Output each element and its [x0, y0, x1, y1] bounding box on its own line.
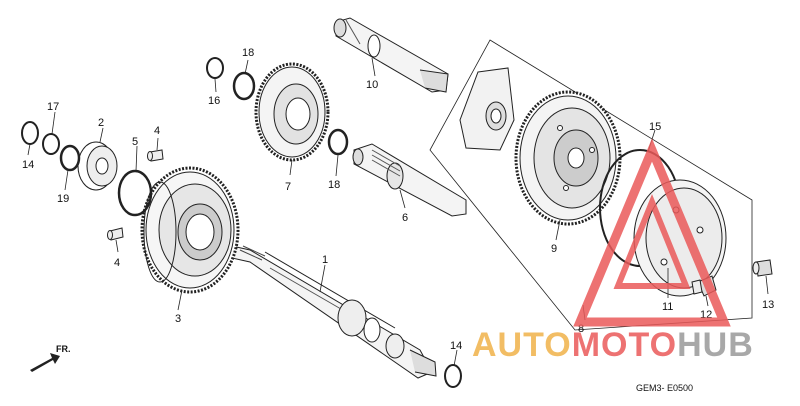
circlip-16: [206, 57, 224, 79]
part-label-4-upper: 4: [154, 125, 160, 137]
circlip-18-lower: [327, 128, 349, 156]
bolt-13: [752, 259, 773, 277]
gear-7: [254, 62, 330, 162]
washer-14-lower: [444, 364, 462, 388]
part-label-13: 13: [762, 299, 774, 311]
watermark-triangle-logo: [573, 138, 731, 327]
part-label-8: 8: [578, 323, 584, 335]
diagram-code: GEM3- E0500: [636, 383, 693, 393]
part-label-19: 19: [57, 193, 69, 205]
part-label-14-left: 14: [22, 159, 34, 171]
washer-14-left: [21, 121, 39, 145]
part-label-18-lower: 18: [328, 179, 340, 191]
part-label-14-lower: 14: [450, 340, 462, 352]
part-label-6: 6: [402, 212, 408, 224]
washer-17: [42, 133, 60, 155]
watermark-hub: HUB: [677, 326, 754, 364]
dowel-pin-upper: [147, 149, 164, 162]
watermark-auto: AUTO: [472, 326, 572, 364]
part-label-1: 1: [322, 254, 328, 266]
shaft-6: [352, 143, 467, 217]
part-label-16: 16: [208, 95, 220, 107]
o-ring-5: [117, 169, 153, 217]
circlip-18-upper: [232, 71, 256, 101]
automotohub-watermark: AUTOMOTOHUB: [472, 138, 754, 364]
large-gear-left: [140, 166, 240, 294]
part-label-9: 9: [551, 243, 557, 255]
washer-19: [59, 144, 81, 172]
main-shaft: [227, 245, 437, 379]
part-label-4-lower: 4: [114, 257, 120, 269]
shaft-10: [333, 17, 449, 93]
svg-text:AUTOMOTOHUB: AUTOMOTOHUB: [472, 326, 754, 364]
part-label-15: 15: [649, 121, 661, 133]
part-label-2: 2: [98, 117, 104, 129]
part-label-5: 5: [132, 136, 138, 148]
collar: [77, 141, 118, 191]
part-label-7: 7: [285, 181, 291, 193]
bearing-holder: [459, 67, 515, 151]
part-label-17: 17: [47, 101, 59, 113]
part-label-3: 3: [175, 313, 181, 325]
front-direction-label: FR.: [56, 344, 71, 354]
dowel-pin-lower: [107, 227, 124, 241]
part-labels: 14 17 19 2 5 4 4 3 1 7 18 6 10 16 18 9 1…: [22, 47, 774, 352]
part-label-11: 11: [662, 301, 673, 313]
gear-9: [514, 90, 622, 226]
part-label-18-upper: 18: [242, 47, 254, 59]
part-label-10: 10: [366, 79, 378, 91]
watermark-moto: MOTO: [572, 326, 677, 364]
front-direction-arrow: FR.: [30, 344, 71, 372]
